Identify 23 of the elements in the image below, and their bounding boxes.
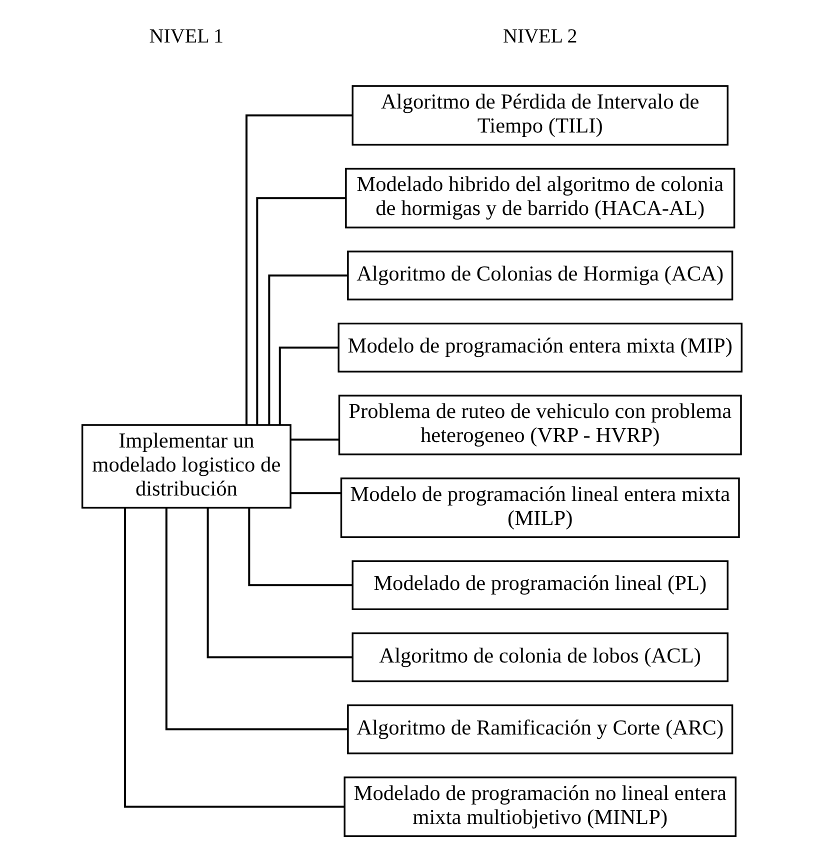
connector: [268, 274, 348, 425]
connector: [278, 346, 338, 425]
connector: [290, 438, 339, 441]
connector: [290, 492, 341, 494]
connector: [245, 114, 352, 425]
node-box: Algoritmo de Ramificación y Corte (ARC): [346, 704, 733, 754]
node-box: Algoritmo de Colonias de Hormiga (ACA): [346, 250, 733, 300]
connector: [256, 197, 346, 424]
node-box: Modelo de programación entera mixta (MIP): [337, 322, 742, 372]
connector: [124, 508, 344, 808]
node-box: Modelado hibrido del algoritmo de colonia de hormigas y de barrido (HACA-AL): [344, 168, 735, 228]
node-box: Modelado de programación lineal (PL): [351, 560, 728, 610]
node-box: Modelo de programación lineal entera mixta (MILP): [340, 478, 740, 538]
node-box: Implementar un modelado logistico de distribución: [80, 424, 291, 509]
node-box: Algoritmo de colonia de lobos (ACL): [351, 632, 728, 682]
label: NIVEL 1: [148, 26, 224, 48]
connector: [206, 508, 352, 658]
node-box: Problema de ruteo de vehiculo con problema heterogeneo (VRP - HVRP): [338, 394, 742, 456]
node-box: Algoritmo de Pérdida de Intervalo de Tiempo (TILI): [351, 85, 728, 146]
node-box: Modelado de programación no lineal entera mixta multiobjetivo (MINLP): [343, 776, 736, 837]
connector: [248, 508, 352, 586]
label: NIVEL 2: [502, 26, 577, 48]
connector: [164, 508, 348, 730]
